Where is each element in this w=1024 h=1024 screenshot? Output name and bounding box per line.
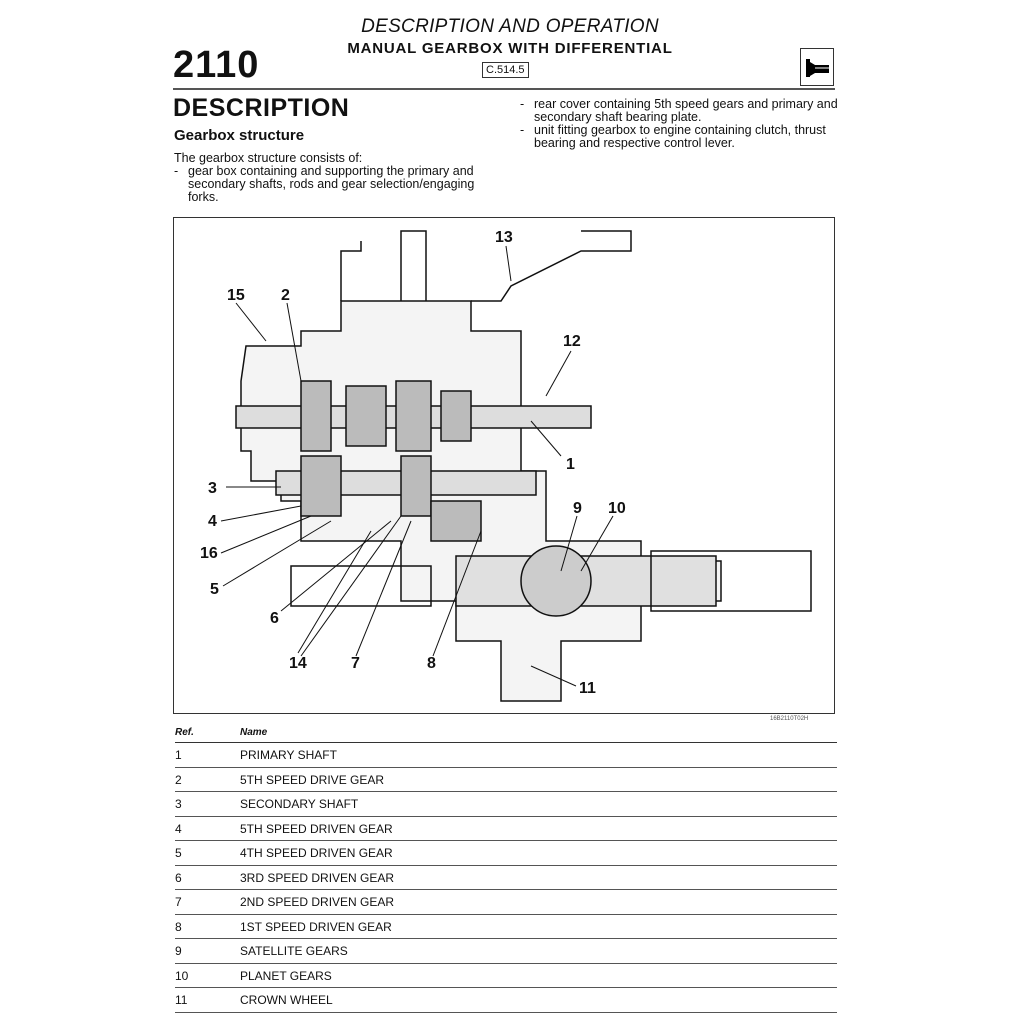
name-cell: SECONDARY SHAFT (240, 797, 359, 811)
intro-text: The gearbox structure consists of: (174, 151, 363, 165)
ref-cell: 5 (175, 846, 182, 860)
svg-text:11: 11 (579, 680, 596, 697)
name-cell: 2ND SPEED DRIVEN GEAR (240, 895, 395, 909)
ref-cell: 6 (175, 870, 182, 885)
model-number: 2110 (173, 44, 260, 86)
svg-text:15: 15 (227, 287, 245, 304)
subheading: Gearbox structure (174, 127, 305, 144)
gearbox-icon (800, 48, 834, 86)
table-row: 8 1ST SPEED DRIVEN GEAR (175, 915, 837, 939)
name-cell: 5TH SPEED DRIVEN GEAR (240, 821, 393, 836)
header-name: Name (240, 727, 268, 738)
table-row: 11 CROWN WHEEL (175, 988, 837, 1013)
ref-cell: 7 (175, 895, 182, 909)
name-cell: CROWN WHEEL (240, 993, 333, 1007)
page-subtitle: MANUAL GEARBOX WITH DIFFERENTIAL (347, 40, 673, 57)
name-cell: 1ST SPEED DRIVEN GEAR (240, 919, 392, 934)
table-row: 2 5TH SPEED DRIVE GEAR (175, 768, 837, 792)
bullet-item: -rear cover containing 5th speed gears a… (520, 98, 840, 124)
name-cell: 3RD SPEED DRIVEN GEAR (240, 870, 395, 885)
table-header: Ref. Name (175, 727, 837, 743)
section-code: C.514.5 (482, 62, 529, 78)
svg-text:10: 10 (608, 500, 626, 517)
table-row: 5 4TH SPEED DRIVEN GEAR (175, 841, 837, 866)
table-row: 6 3RD SPEED DRIVEN GEAR (175, 866, 837, 890)
ref-cell: 10 (175, 968, 189, 983)
bullet-text: unit fitting gearbox to engine containin… (534, 123, 826, 150)
ref-cell: 1 (175, 748, 182, 762)
name-cell: 4TH SPEED DRIVEN GEAR (240, 846, 393, 860)
name-cell: PLANET GEARS (240, 968, 332, 983)
ref-cell: 9 (175, 944, 182, 958)
svg-text:6: 6 (270, 610, 279, 627)
table-row: 9 SATELLITE GEARS (175, 939, 837, 964)
bullet-list: -rear cover containing 5th speed gears a… (520, 98, 840, 150)
header-divider (173, 88, 835, 90)
bullet-item: -unit fitting gearbox to engine containi… (520, 124, 840, 150)
name-cell: 5TH SPEED DRIVE GEAR (240, 772, 385, 787)
name-cell: SATELLITE GEARS (240, 944, 348, 958)
section-title: DESCRIPTION AND OPERATION (361, 16, 659, 37)
bullet-item: -gear box containing and supporting the … (174, 165, 494, 204)
svg-text:9: 9 (573, 500, 582, 517)
ref-cell: 4 (175, 821, 182, 836)
svg-text:5: 5 (210, 581, 219, 598)
svg-text:16: 16 (200, 545, 218, 562)
ref-cell: 11 (175, 993, 188, 1007)
ref-cell: 3 (175, 797, 182, 811)
header-ref: Ref. (175, 727, 194, 738)
bullet-text: gear box containing and supporting the p… (188, 164, 475, 204)
svg-text:13: 13 (495, 229, 513, 246)
figure-code: 16B2110T02H (770, 716, 809, 722)
table-row: 10 PLANET GEARS (175, 964, 837, 988)
ref-cell: 2 (175, 772, 182, 787)
table-row: 4 5TH SPEED DRIVEN GEAR (175, 817, 837, 841)
svg-text:3: 3 (208, 480, 217, 497)
svg-text:12: 12 (563, 333, 581, 350)
svg-text:4: 4 (208, 513, 217, 530)
table-row: 1 PRIMARY SHAFT (175, 743, 837, 768)
svg-text:8: 8 (427, 655, 436, 672)
table-row: 3 SECONDARY SHAFT (175, 792, 837, 817)
bullet-text: rear cover containing 5th speed gears an… (534, 97, 838, 124)
svg-text:1: 1 (566, 456, 575, 473)
ref-cell: 8 (175, 919, 182, 934)
svg-text:2: 2 (281, 287, 290, 304)
svg-text:14: 14 (289, 655, 307, 672)
page-heading: DESCRIPTION (173, 94, 350, 122)
svg-text:7: 7 (351, 655, 360, 672)
name-cell: PRIMARY SHAFT (240, 748, 337, 762)
table-row: 7 2ND SPEED DRIVEN GEAR (175, 890, 837, 915)
